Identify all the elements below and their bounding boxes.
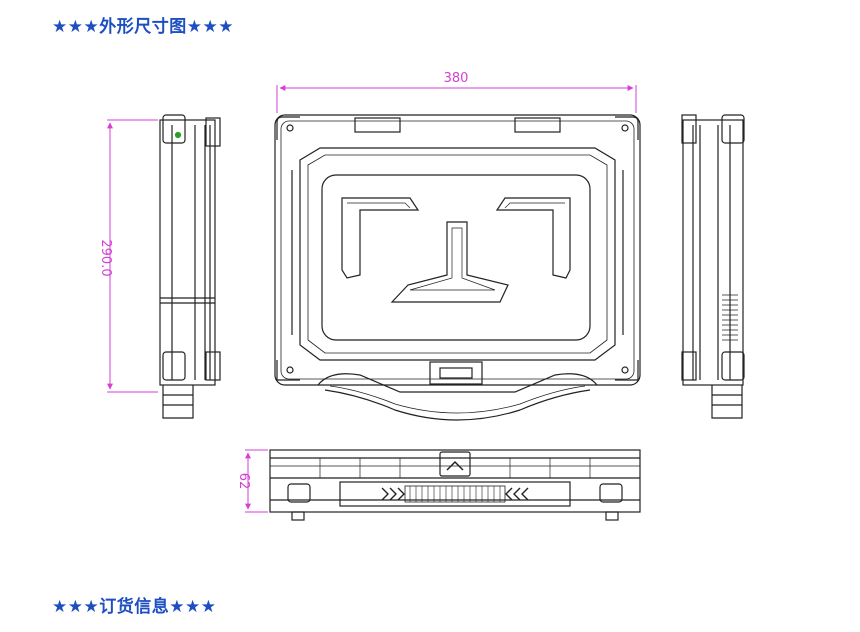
width-dimension: 380 — [276, 71, 637, 113]
left-side-view — [159, 114, 221, 419]
front-view — [274, 114, 641, 421]
right-side-view — [681, 114, 745, 419]
ordering-info-heading: ★★★订货信息★★★ — [52, 597, 217, 617]
depth-value: 62 — [236, 473, 251, 490]
height-dimension: 290.0 — [98, 119, 158, 393]
width-value: 380 — [444, 71, 469, 86]
bottom-view — [269, 449, 641, 521]
depth-dimension: 62 — [236, 449, 268, 513]
height-value: 290.0 — [98, 239, 113, 276]
dimension-drawing-heading: ★★★外形尺寸图★★★ — [52, 17, 234, 37]
